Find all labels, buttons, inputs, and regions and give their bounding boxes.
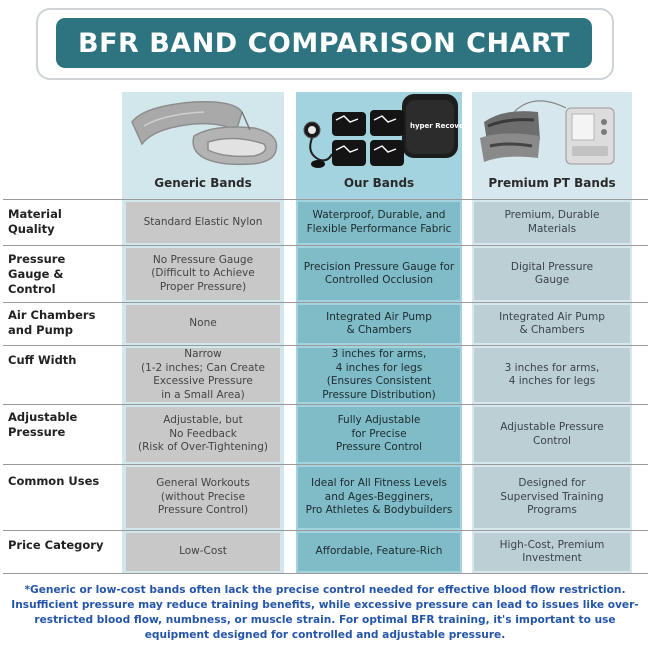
cell-ours-price-category: Affordable, Feature-Rich — [298, 533, 460, 571]
title-banner: BFR BAND COMPARISON CHART — [56, 18, 592, 68]
cell-generic-common-uses: General Workouts (without Precise Pressu… — [126, 467, 280, 528]
row-divider — [3, 199, 648, 200]
cell-generic-cuff-width: Narrow (1-2 inches; Can Create Excessive… — [126, 348, 280, 402]
row-divider — [3, 464, 648, 465]
cell-premium-material-quality: Premium, Durable Materials — [474, 202, 630, 243]
cell-premium-pressure-gauge: Digital Pressure Gauge — [474, 248, 630, 300]
cell-generic-air-chambers: None — [126, 305, 280, 343]
column-header-ours: Our Bands — [343, 176, 415, 190]
cell-premium-adjustable-pressure: Adjustable Pressure Control — [474, 407, 630, 462]
cell-premium-cuff-width: 3 inches for arms, 4 inches for legs — [474, 348, 630, 402]
column-header-premium: Premium PT Bands — [488, 176, 616, 190]
row-divider — [3, 302, 648, 303]
row-divider — [3, 404, 648, 405]
row-label-pressure-gauge: Pressure Gauge & Control — [8, 252, 66, 296]
row-divider — [3, 573, 648, 574]
row-label-price-category: Price Category — [8, 538, 104, 552]
premium-bands-image — [480, 100, 615, 165]
brand-logo: hyper Recovery — [410, 122, 462, 130]
cell-generic-adjustable-pressure: Adjustable, but No Feedback (Risk of Ove… — [126, 407, 280, 462]
cell-generic-price-category: Low-Cost — [126, 533, 280, 571]
footnote: *Generic or low-cost bands often lack th… — [11, 584, 639, 641]
cell-ours-common-uses: Ideal for All Fitness Levels and Ages-Be… — [298, 467, 460, 528]
generic-bands-image — [131, 100, 278, 166]
cell-premium-common-uses: Designed for Supervised Training Program… — [474, 467, 630, 528]
cell-ours-material-quality: Waterproof, Durable, and Flexible Perfor… — [298, 202, 460, 243]
cell-ours-air-chambers: Integrated Air Pump & Chambers — [298, 305, 460, 343]
our-bands-image: hyper Recovery — [303, 94, 462, 168]
row-label-adjustable-pressure: Adjustable Pressure — [8, 410, 78, 439]
row-divider — [3, 345, 648, 346]
row-divider — [3, 530, 648, 531]
row-label-air-chambers: Air Chambers and Pump — [8, 308, 96, 337]
cell-generic-material-quality: Standard Elastic Nylon — [126, 202, 280, 243]
cell-ours-cuff-width: 3 inches for arms, 4 inches for legs (En… — [298, 348, 460, 402]
page-title: BFR BAND COMPARISON CHART — [78, 27, 570, 59]
cell-premium-air-chambers: Integrated Air Pump & Chambers — [474, 305, 630, 343]
row-label-material-quality: Material Quality — [8, 207, 62, 236]
cell-generic-pressure-gauge: No Pressure Gauge (Difficult to Achieve … — [126, 248, 280, 300]
row-divider — [3, 245, 648, 246]
cell-premium-price-category: High-Cost, Premium Investment — [474, 533, 630, 571]
cell-ours-pressure-gauge: Precision Pressure Gauge for Controlled … — [298, 248, 460, 300]
cell-ours-adjustable-pressure: Fully Adjustable for Precise Pressure Co… — [298, 407, 460, 462]
row-label-common-uses: Common Uses — [8, 474, 100, 488]
column-header-generic: Generic Bands — [154, 176, 252, 190]
row-label-cuff-width: Cuff Width — [8, 353, 77, 367]
